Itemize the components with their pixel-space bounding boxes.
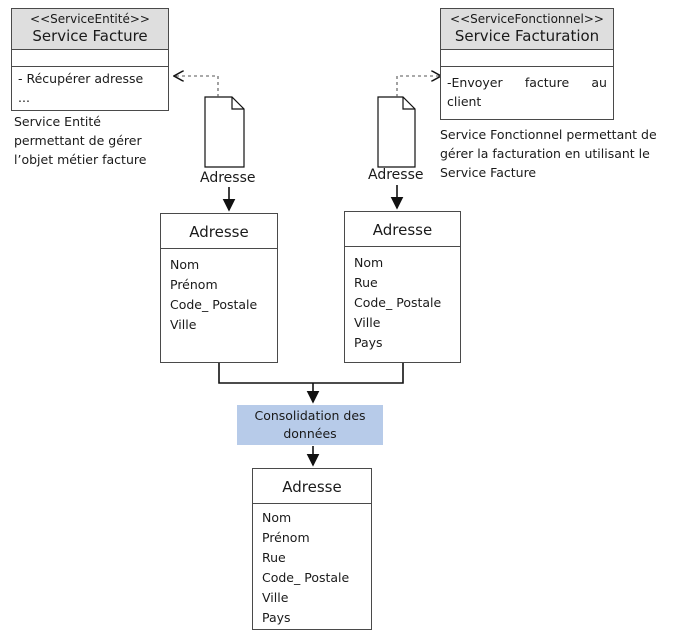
adresse-result-title: Adresse xyxy=(253,469,371,504)
adresse-box-right: Adresse Nom Rue Code_ Postale Ville Pays xyxy=(344,211,461,363)
adresse-left-title: Adresse xyxy=(161,214,277,249)
service-facture-attributes xyxy=(12,50,168,67)
operation-ellipsis: ... xyxy=(18,90,30,105)
service-facturation-name: Service Facturation xyxy=(454,27,600,45)
operation-envoyer-line2: client xyxy=(447,94,482,109)
consolidation-line2: données xyxy=(283,426,337,441)
document-icon-left xyxy=(204,96,245,168)
adresse-right-attributes: Nom Rue Code_ Postale Ville Pays xyxy=(354,255,442,350)
adresse-result-attributes: Nom Prénom Rue Code_ Postale Ville Pays xyxy=(262,510,350,625)
dependency-arrow-right xyxy=(396,76,440,97)
merge-connector xyxy=(218,363,404,384)
note-service-entite: Service Entité permettant de gérer l’obj… xyxy=(14,114,147,167)
service-facturation-operations: -Envoyer facture au client xyxy=(441,67,613,113)
service-facturation-box: <<ServiceFonctionnel>> Service Facturati… xyxy=(440,8,614,120)
adresse-right-title: Adresse xyxy=(345,212,460,247)
service-facture-name: Service Facture xyxy=(32,27,148,45)
service-facturation-stereotype: <<ServiceFonctionnel>> xyxy=(450,12,604,26)
service-facturation-header: <<ServiceFonctionnel>> Service Facturati… xyxy=(441,9,613,50)
service-facture-stereotype: <<ServiceEntité>> xyxy=(30,12,150,26)
adresse-left-attributes: Nom Prénom Code_ Postale Ville xyxy=(170,257,258,332)
consolidation-box: Consolidation des données xyxy=(237,405,383,445)
operation-envoyer-line1: -Envoyer facture au xyxy=(447,75,607,90)
document-icon-right xyxy=(377,96,416,168)
adresse-box-result: Adresse Nom Prénom Rue Code_ Postale Vil… xyxy=(252,468,372,630)
document-label-left: Adresse xyxy=(200,170,256,186)
service-facture-box: <<ServiceEntité>> Service Facture - Récu… xyxy=(11,8,169,111)
service-facturation-attributes xyxy=(441,50,613,67)
consolidation-line1: Consolidation des xyxy=(254,408,366,423)
dependency-arrow-left xyxy=(175,76,219,97)
service-facture-header: <<ServiceEntité>> Service Facture xyxy=(12,9,168,50)
adresse-box-left: Adresse Nom Prénom Code_ Postale Ville xyxy=(160,213,278,363)
note-service-fonctionnel: Service Fonctionnel permettant de gérer … xyxy=(440,127,657,180)
operation-recuperer-adresse: - Récupérer adresse xyxy=(18,71,144,86)
document-label-right: Adresse xyxy=(368,167,424,183)
service-facture-operations: - Récupérer adresse ... xyxy=(12,67,168,109)
